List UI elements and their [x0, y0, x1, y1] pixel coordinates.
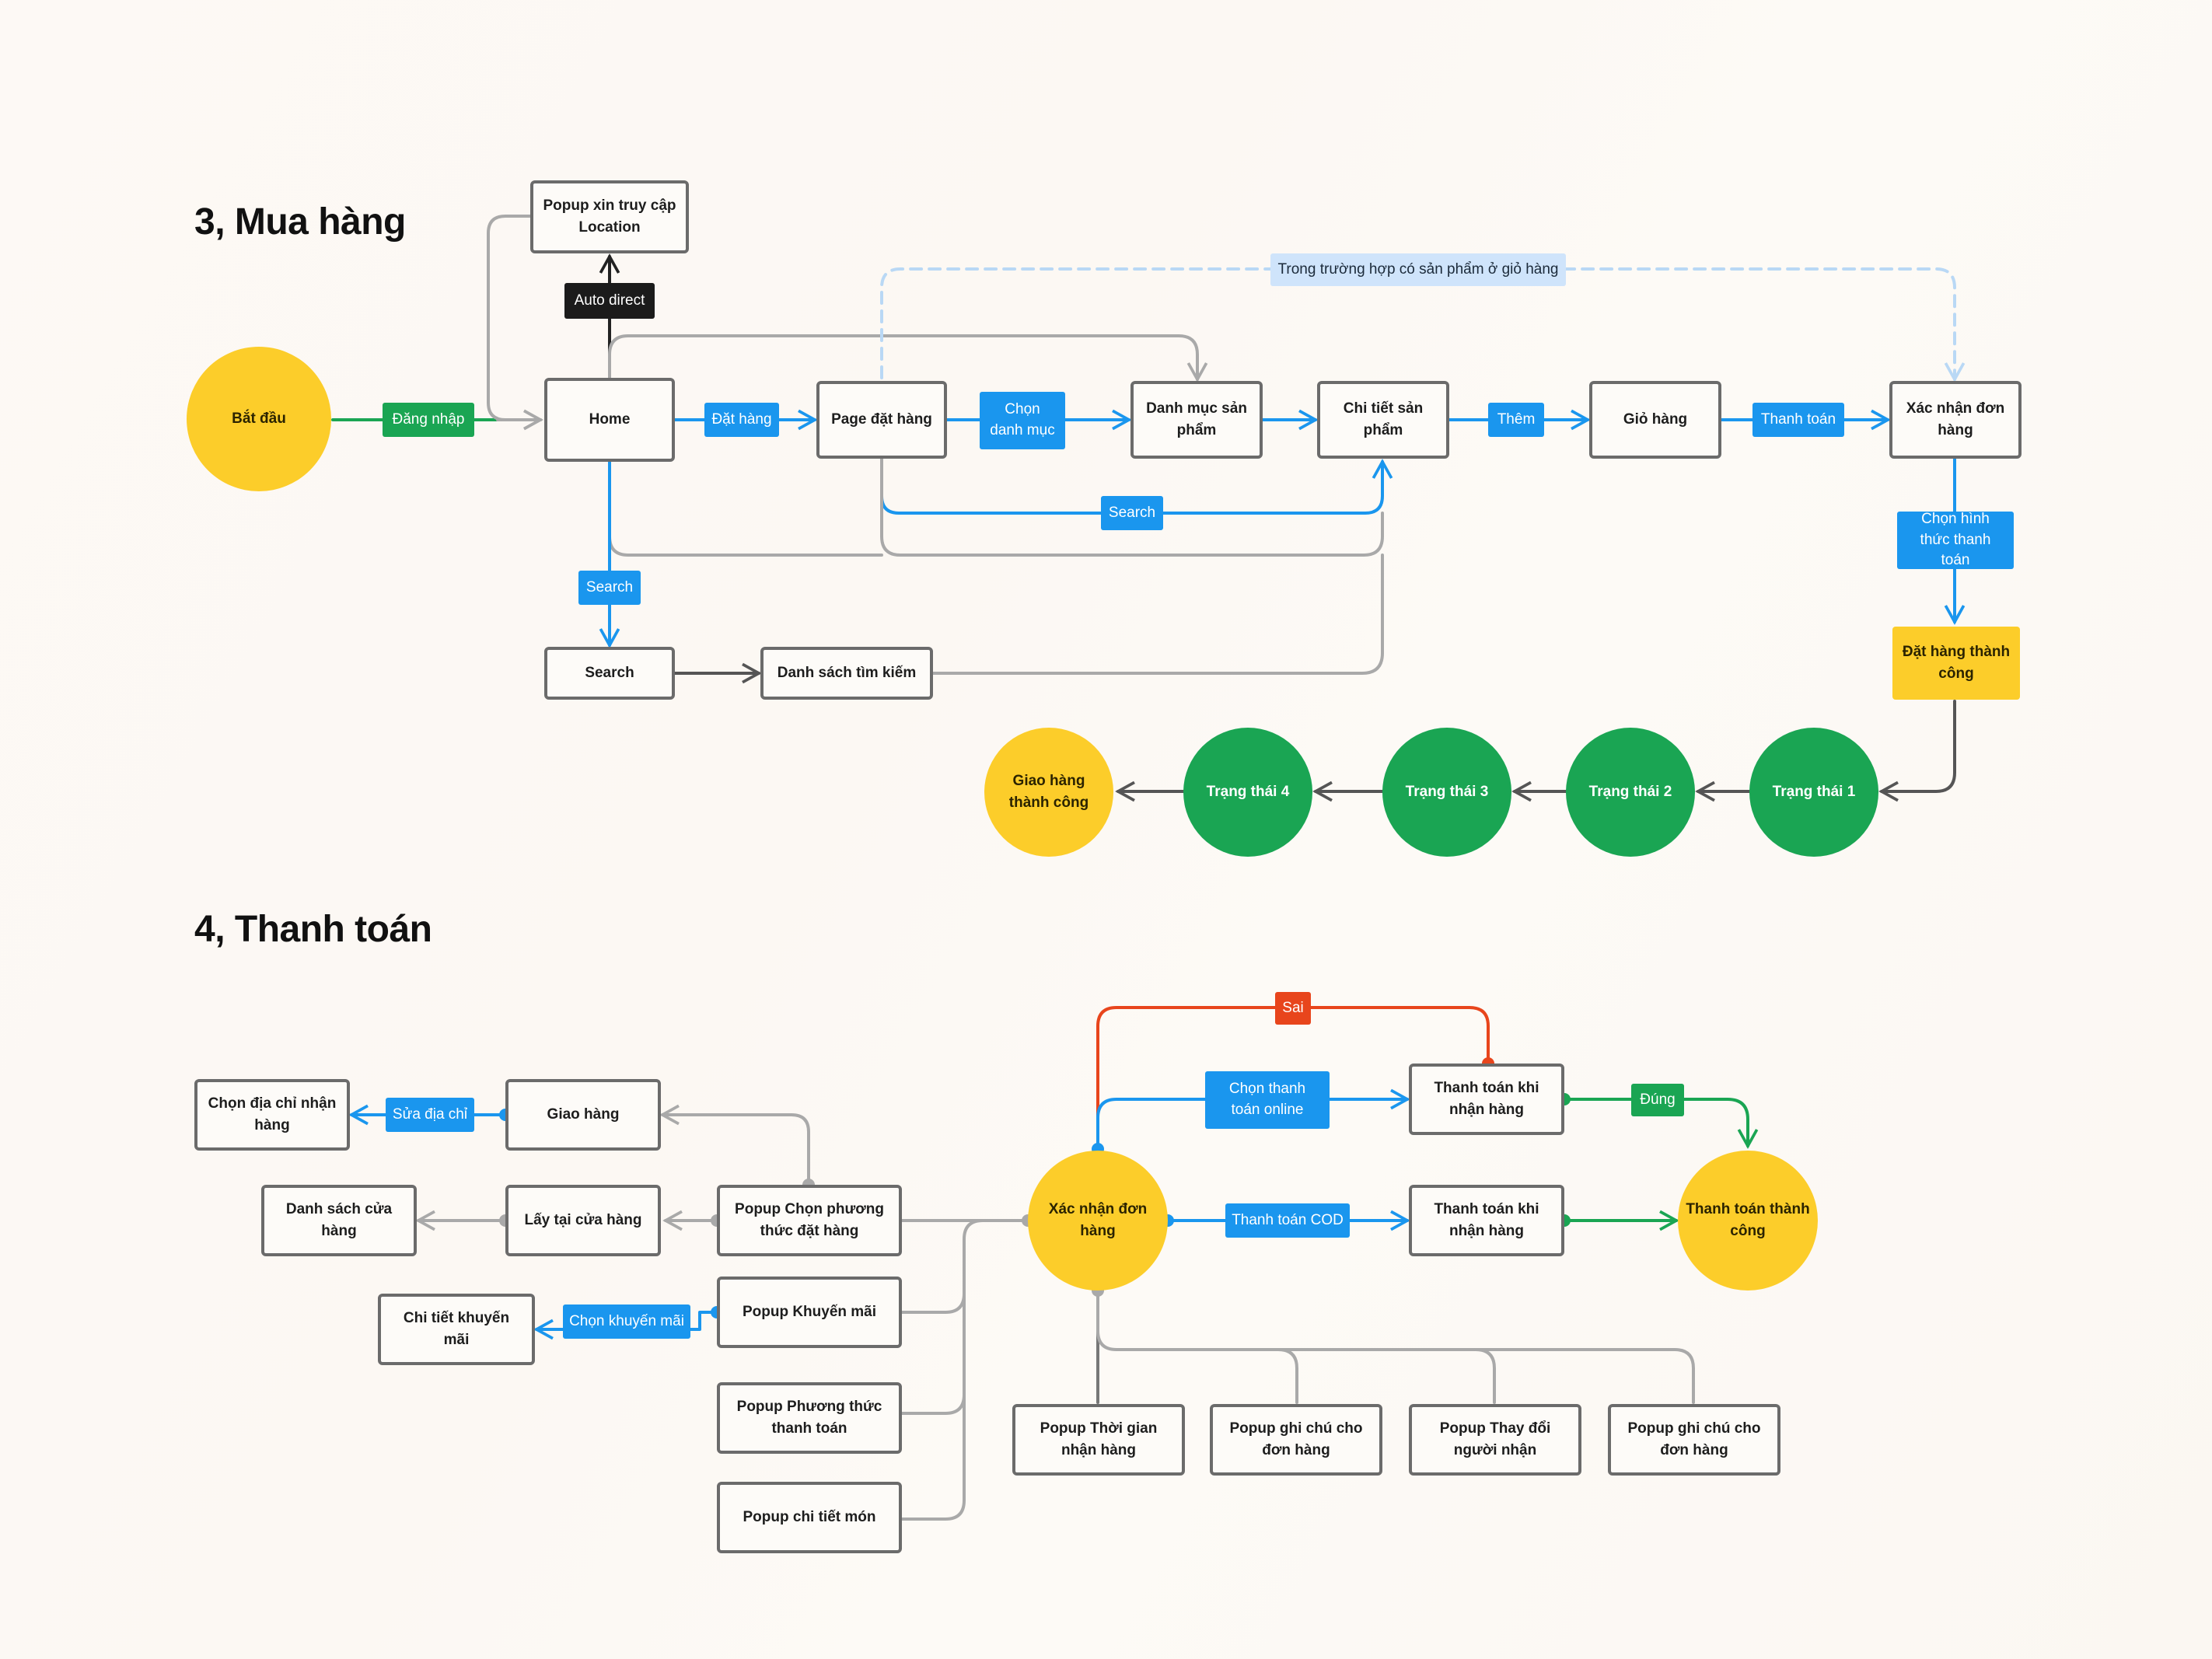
edge-online	[1096, 1088, 1410, 1151]
node-delivered[interactable]: Giao hàng thành công	[984, 728, 1113, 857]
label-cod: Thanh toán COD	[1225, 1203, 1350, 1238]
node-popup-method[interactable]: Popup Chọn phương thức đặt hàng	[717, 1185, 902, 1256]
node-pickup[interactable]: Lấy tại cửa hàng	[505, 1185, 661, 1256]
node-popup-item-detail[interactable]: Popup chi tiết món	[717, 1482, 902, 1553]
node-product-detail[interactable]: Chi tiết sản phẩm	[1317, 381, 1449, 459]
node-home[interactable]: Home	[544, 378, 675, 462]
label-search-left: Search	[578, 571, 641, 605]
node-pay-success[interactable]: Thanh toán thành công	[1678, 1151, 1818, 1291]
node-popup-promo[interactable]: Popup Khuyến mãi	[717, 1277, 902, 1348]
edge-order-loop	[880, 457, 1384, 557]
node-pay-on-receive-2[interactable]: Thanh toán khi nhận hàng	[1409, 1185, 1564, 1256]
label-edit-address: Sửa địa chỉ	[386, 1098, 474, 1132]
label-wrong: Sai	[1275, 992, 1311, 1025]
section-title-pay: 4, Thanh toán	[194, 909, 432, 950]
node-popup-pay-method[interactable]: Popup Phương thức thanh toán	[717, 1382, 902, 1454]
label-order: Đặt hàng	[704, 403, 779, 437]
edge-correct	[1563, 1098, 1759, 1149]
label-online: Chọn thanh toán online	[1205, 1071, 1330, 1129]
node-popup-time[interactable]: Popup Thời gian nhận hàng	[1012, 1404, 1185, 1476]
section-title-buy: 3, Mua hàng	[194, 201, 406, 243]
label-choose-category: Chọn danh mục	[980, 392, 1065, 449]
note-cart: Trong trường hợp có sản phẩm ở giỏ hàng	[1270, 253, 1566, 286]
label-login: Đăng nhập	[383, 403, 474, 437]
node-status-4[interactable]: Trạng thái 4	[1183, 728, 1312, 857]
node-pay-on-receive-1[interactable]: Thanh toán khi nhận hàng	[1409, 1064, 1564, 1135]
label-add: Thêm	[1488, 403, 1544, 437]
label-choose-payment: Chọn hình thức thanh toán	[1897, 511, 2014, 569]
node-status-1[interactable]: Trạng thái 1	[1749, 728, 1878, 857]
node-start[interactable]: Bắt đầu	[187, 347, 331, 491]
node-popup-note-1[interactable]: Popup ghi chú cho đơn hàng	[1210, 1404, 1382, 1476]
edge-home-loop	[608, 460, 883, 557]
node-category-list[interactable]: Danh mục sản phẩm	[1130, 381, 1263, 459]
edge-results-detail	[931, 554, 1384, 675]
edge-home-category-top	[608, 334, 1208, 382]
node-search-results[interactable]: Danh sách tìm kiếm	[760, 647, 933, 700]
node-order-page[interactable]: Page đặt hàng	[816, 381, 947, 459]
node-search[interactable]: Search	[544, 647, 675, 700]
label-auto-direct: Auto direct	[564, 283, 655, 319]
edge-method-delivery	[659, 1104, 810, 1186]
node-status-3[interactable]: Trạng thái 3	[1382, 728, 1511, 857]
edge-success-status1	[1878, 700, 1956, 802]
label-search-mid: Search	[1101, 496, 1163, 530]
node-cart[interactable]: Giỏ hàng	[1589, 381, 1721, 459]
node-order-success[interactable]: Đặt hàng thành công	[1892, 627, 2020, 700]
node-pay-confirm[interactable]: Xác nhận đơn hàng	[1028, 1151, 1168, 1291]
node-promo-detail[interactable]: Chi tiết khuyến mãi	[378, 1294, 535, 1365]
label-checkout: Thanh toán	[1752, 403, 1844, 437]
node-status-2[interactable]: Trạng thái 2	[1566, 728, 1695, 857]
node-popup-location[interactable]: Popup xin truy cập Location	[530, 180, 689, 253]
edge-loop-popup	[487, 215, 543, 431]
node-choose-address[interactable]: Chọn địa chỉ nhận hàng	[194, 1079, 350, 1151]
label-correct: Đúng	[1631, 1084, 1684, 1116]
edge-trunk-popups	[900, 1219, 1029, 1521]
node-popup-note-2[interactable]: Popup ghi chú cho đơn hàng	[1608, 1404, 1780, 1476]
node-delivery[interactable]: Giao hàng	[505, 1079, 661, 1151]
node-confirm-order[interactable]: Xác nhận đơn hàng	[1889, 381, 2022, 459]
node-store-list[interactable]: Danh sách cửa hàng	[261, 1185, 417, 1256]
node-popup-change-receiver[interactable]: Popup Thay đổi người nhận	[1409, 1404, 1581, 1476]
label-choose-promo: Chọn khuyến mãi	[563, 1304, 690, 1339]
